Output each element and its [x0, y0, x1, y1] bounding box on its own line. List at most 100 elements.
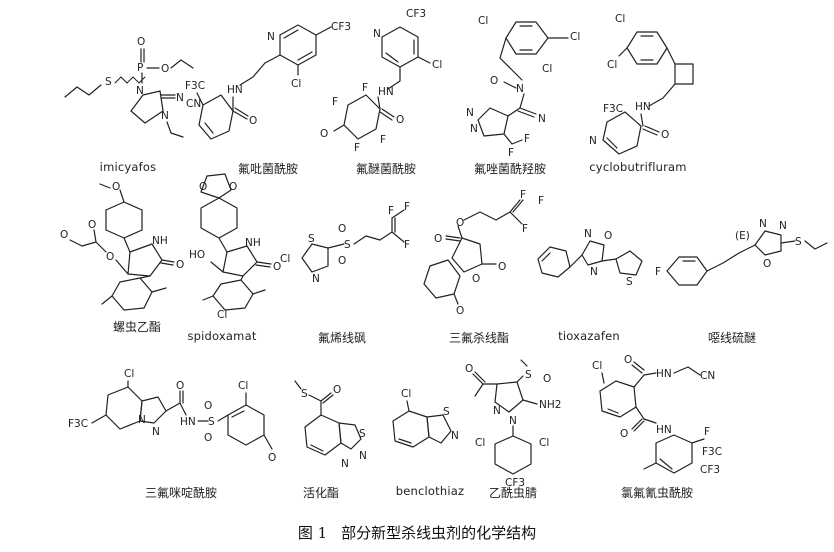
atom-label: N: [312, 273, 320, 285]
atom-label: O: [434, 233, 442, 245]
atom-label: O: [456, 217, 464, 229]
atom-label: CF3: [505, 477, 525, 489]
structure-acetoprole: O S O N N NH2 Cl Cl CF3: [465, 359, 561, 489]
atom-label: CF3: [700, 464, 720, 476]
atom-label: F: [524, 133, 530, 145]
atom-label: N: [779, 220, 787, 232]
atom-label: S: [308, 233, 315, 245]
structure-spidoxamat: O O NH O HO Cl: [189, 173, 281, 321]
atom-label: Cl: [542, 63, 552, 75]
atom-label: O: [604, 230, 612, 242]
atom-label: F: [538, 195, 544, 207]
atom-label: Cl: [570, 31, 580, 43]
figure-caption: 图 1 部分新型杀线虫剂的化学结构: [0, 522, 834, 543]
atom-label: NH: [245, 237, 261, 249]
atom-label: F: [388, 205, 394, 217]
atom-label: Cl: [432, 59, 442, 71]
structure-cyclobutrifluram: Cl Cl HN O F3C N: [589, 13, 694, 155]
compound-name-oxathiazole-thioether: 噁线硫醚: [707, 331, 757, 345]
atom-label: O: [490, 75, 498, 87]
atom-label: O: [204, 432, 212, 444]
atom-label: F: [332, 96, 338, 108]
atom-label: N: [590, 266, 598, 278]
atom-label: O: [199, 181, 207, 193]
figure-caption-text: 部分新型杀线虫剂的化学结构: [341, 524, 537, 542]
atom-label: O: [88, 219, 96, 231]
atom-label: N: [161, 110, 169, 122]
structure-tioxazafen: N O N S: [537, 228, 643, 288]
compound-name-trifluenfuronate: 三氟杀线酯: [448, 331, 510, 345]
atom-label: Cl: [615, 13, 625, 25]
atom-label: S: [795, 236, 802, 248]
atom-label: Cl: [592, 360, 602, 372]
structure-fluazaindolizine: Cl N F3C N O HN S O O Cl O: [68, 368, 276, 464]
atom-label: NH: [152, 235, 168, 247]
atom-label: Cl: [475, 437, 485, 449]
atom-label: S: [359, 428, 366, 440]
atom-label: O: [465, 363, 473, 375]
atom-label: Cl: [539, 437, 549, 449]
atom-label: O: [229, 181, 237, 193]
structure-trifluenfuronate: O F F F O O O O: [423, 189, 544, 317]
atom-label: O: [763, 258, 771, 270]
atom-label: F: [354, 142, 360, 154]
atom-label: Cl: [217, 309, 227, 321]
atom-label: O: [176, 380, 184, 392]
atom-label: O: [624, 354, 632, 366]
atom-label: N: [509, 415, 517, 427]
atom-label: N: [152, 426, 160, 438]
atom-label: N: [267, 31, 275, 43]
compound-name-spidoxamat: spidoxamat: [187, 329, 257, 343]
atom-label: O: [338, 223, 346, 235]
atom-label: O: [620, 428, 628, 440]
figure-caption-number: 图 1: [297, 524, 328, 542]
atom-label: HN: [656, 424, 672, 436]
compound-name-tioxazafen: tioxazafen: [558, 329, 620, 343]
atom-label: N: [584, 228, 592, 240]
atom-label: S: [626, 276, 633, 288]
atom-label: NH2: [539, 399, 561, 411]
atom-label: HN: [180, 416, 196, 428]
atom-label: F3C: [702, 446, 722, 458]
atom-label: O: [338, 255, 346, 267]
atom-label: F: [380, 134, 386, 146]
atom-label: O: [137, 36, 145, 48]
atom-label: N: [136, 85, 144, 97]
atom-label: O: [661, 129, 669, 141]
atom-label: S: [301, 388, 308, 400]
atom-label: O: [396, 114, 404, 126]
atom-label: N: [138, 414, 146, 426]
compound-name-acibenzolar-s-methyl: 活化酯: [302, 486, 340, 500]
compound-name-fluensulfone: 氟烯线砜: [317, 331, 367, 345]
structure-benclothiaz: Cl S N: [392, 388, 459, 448]
atom-label: N: [176, 92, 184, 104]
atom-label: F: [520, 189, 526, 201]
compound-name-acetoprole: 乙酰虫腈: [488, 486, 538, 500]
compound-name-cyclobutrifluram: cyclobutrifluram: [589, 160, 687, 174]
atom-label: F: [404, 201, 410, 213]
atom-label: S: [208, 416, 215, 428]
atom-label: S: [525, 369, 532, 381]
atom-label: N: [373, 28, 381, 40]
atom-label: N: [589, 135, 597, 147]
atom-label: O: [498, 261, 506, 273]
atom-label: O: [249, 115, 257, 127]
atom-label: CF3: [331, 21, 351, 33]
atom-label: F: [522, 223, 528, 235]
atom-label: HN: [227, 84, 243, 96]
atom-label: O: [106, 251, 114, 263]
atom-label: HN: [635, 101, 651, 113]
compound-name-fluazaindolizine: 三氟咪啶酰胺: [144, 486, 218, 500]
structure-pydiflumetofen: Cl Cl Cl N O N N N F F: [466, 15, 580, 159]
atom-label: O: [456, 305, 464, 317]
compound-name-imicyafos: imicyafos: [99, 160, 157, 174]
structure-oxathiazole-thioether: F (E) N N O S: [655, 218, 828, 286]
compound-name-fluopimomide: 氟醚菌酰胺: [355, 162, 417, 176]
atom-label: S: [105, 76, 112, 88]
structure-fluopyram: N CF3 Cl HN O F3C: [185, 21, 351, 140]
atom-label: O: [60, 229, 68, 241]
atom-label: O: [472, 273, 480, 285]
atom-label: N: [359, 450, 367, 462]
atom-label: CF3: [406, 8, 426, 20]
